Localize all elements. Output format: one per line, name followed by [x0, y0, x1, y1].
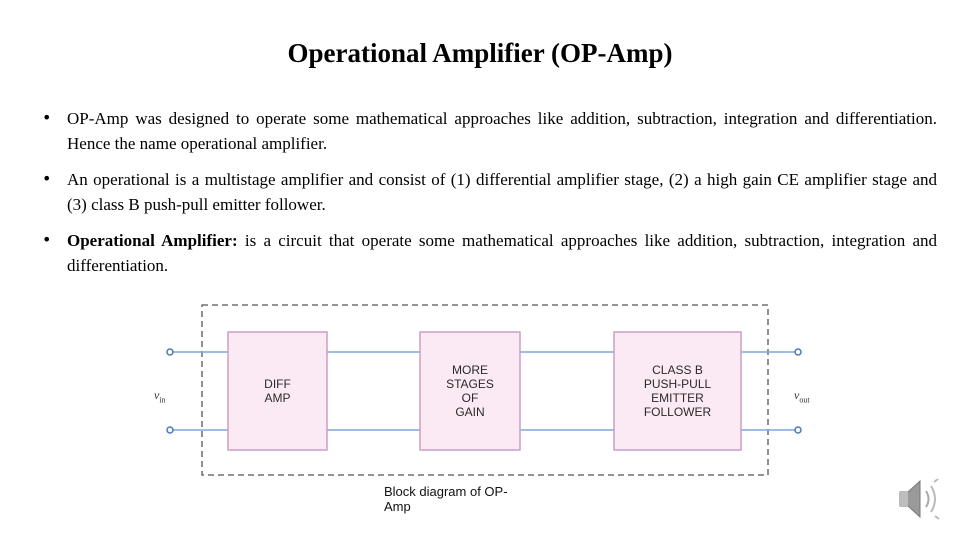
bullet-icon: •	[42, 230, 52, 249]
block-diff-amp	[227, 331, 328, 451]
diagram-graphic	[166, 304, 802, 476]
bullet-item: • OP-Amp was designed to operate some ma…	[42, 106, 937, 156]
output-terminal-top	[794, 348, 802, 356]
block-label-class-b: CLASS B PUSH-PULL EMITTER FOLLOWER	[643, 363, 712, 419]
bullet-text: is a circuit that operate some mathemati…	[67, 231, 937, 275]
block-label-diff-amp: DIFF AMP	[264, 377, 291, 405]
opamp-block-diagram: DIFF AMP MORE STAGES OF GAIN CLASS B PUS…	[150, 300, 840, 514]
bullet-item: • Operational Amplifier: is a circuit th…	[42, 228, 937, 278]
output-label-symbol: v	[794, 388, 800, 402]
input-label-symbol: v	[154, 388, 160, 402]
bullet-icon: •	[42, 108, 52, 127]
speaker-icon[interactable]	[896, 476, 946, 522]
block-class-b	[613, 331, 742, 451]
input-terminal-top	[166, 348, 174, 356]
bullet-lead: Operational Amplifier:	[67, 231, 238, 250]
bullet-list: • OP-Amp was designed to operate some ma…	[42, 106, 937, 289]
block-more-stages	[419, 331, 521, 451]
slide-title: Operational Amplifier (OP-Amp)	[287, 38, 673, 68]
output-label-sub: out	[799, 395, 810, 405]
bullet-text: An operational is a multistage amplifier…	[67, 170, 937, 214]
dashed-boundary	[201, 304, 769, 476]
input-terminal-bottom	[166, 426, 174, 434]
bullet-text: OP-Amp was designed to operate some math…	[67, 109, 937, 153]
bullet-item: • An operational is a multistage amplifi…	[42, 167, 937, 217]
bullet-icon: •	[42, 169, 52, 188]
output-label: vout	[794, 388, 810, 404]
diagram-caption: Block diagram of OP-Amp	[384, 484, 508, 514]
output-terminal-bottom	[794, 426, 802, 434]
block-label-more-stages: MORE STAGES OF GAIN	[446, 363, 494, 419]
input-label-sub: in	[159, 395, 166, 405]
input-label: vin	[154, 388, 166, 404]
